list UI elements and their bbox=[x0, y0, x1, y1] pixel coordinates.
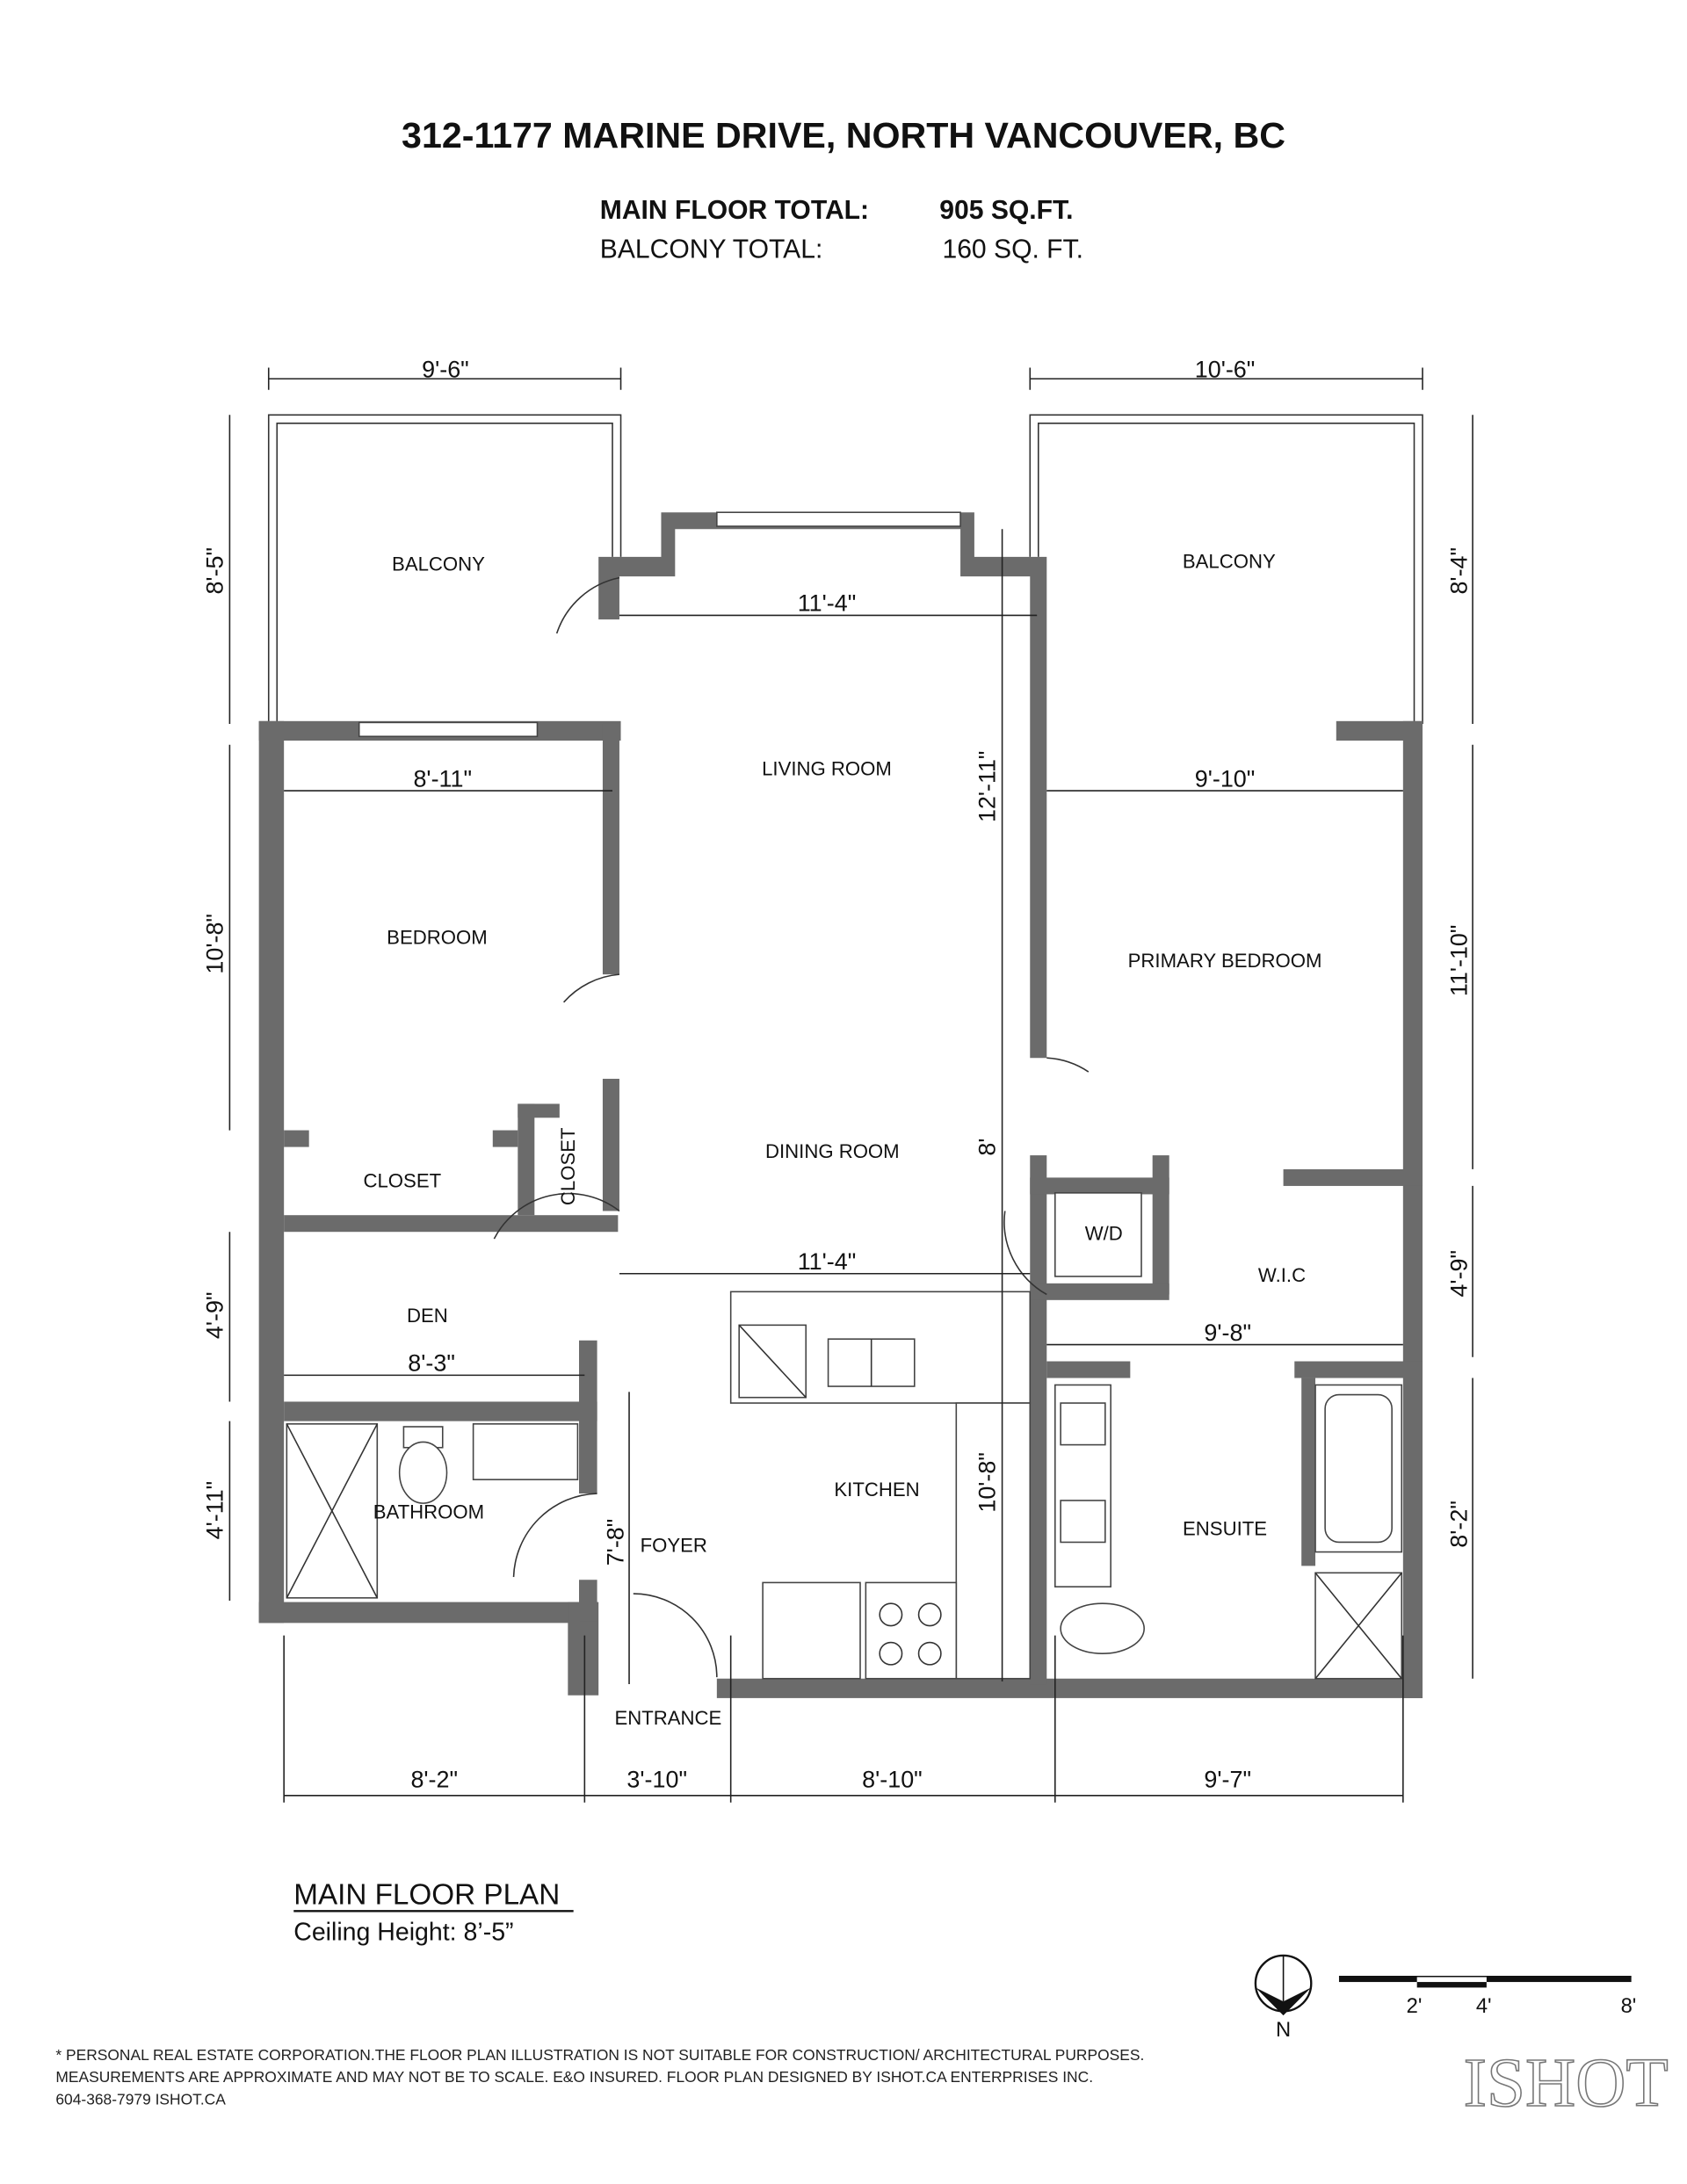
dimension-label: 9'-6" bbox=[422, 357, 469, 383]
dimension-label: 8'-11" bbox=[413, 765, 472, 792]
room-label: BATHROOM bbox=[373, 1501, 484, 1523]
room-label: LIVING ROOM bbox=[762, 758, 892, 780]
disclaimer-line: MEASUREMENTS ARE APPROXIMATE AND MAY NOT… bbox=[55, 2068, 1093, 2086]
scale-label: 2' bbox=[1407, 1994, 1423, 2018]
dimension-label: 4'-9" bbox=[201, 1291, 228, 1339]
room-label: BALCONY bbox=[1183, 551, 1276, 573]
room-label: FOYER bbox=[641, 1535, 707, 1557]
dimension-label: 7'-8" bbox=[603, 1519, 629, 1566]
room-label: CLOSET bbox=[363, 1170, 441, 1192]
plan-title: MAIN FLOOR PLAN bbox=[293, 1878, 560, 1911]
ishot-logo: ISHOT bbox=[1464, 2044, 1669, 2122]
room-label: PRIMARY BEDROOM bbox=[1128, 950, 1322, 972]
dimension-label: 10'-8" bbox=[201, 914, 228, 974]
room-label: BALCONY bbox=[392, 553, 485, 575]
scale-label: 8' bbox=[1621, 1994, 1637, 2018]
dimension-label: 8'-5" bbox=[201, 547, 228, 595]
dimension-label: 8'-2" bbox=[410, 1766, 458, 1792]
dimension-label: 9'-7" bbox=[1204, 1766, 1251, 1792]
dimension-label: 8' bbox=[974, 1139, 1001, 1156]
dimension-label: 8'-2" bbox=[1446, 1501, 1473, 1548]
dimension-lines bbox=[228, 367, 1473, 1803]
dimension-label: 12'-11" bbox=[974, 750, 1001, 822]
disclaimer-line: * PERSONAL REAL ESTATE CORPORATION.THE F… bbox=[55, 2046, 1144, 2064]
dimension-label: 4'-9" bbox=[1446, 1250, 1473, 1298]
dimension-label: 8'-3" bbox=[408, 1350, 455, 1377]
dimension-label: 8'-10" bbox=[862, 1766, 923, 1792]
room-label: CLOSET bbox=[557, 1127, 579, 1205]
dimension-label: 8'-4" bbox=[1446, 547, 1473, 595]
room-label: KITCHEN bbox=[834, 1479, 919, 1501]
dimension-label: 11'-10" bbox=[1446, 925, 1473, 997]
balcony-total-label: BALCONY TOTAL: bbox=[600, 235, 823, 264]
north-arrow-icon bbox=[1254, 1954, 1313, 2016]
dimension-label: 9'-8" bbox=[1204, 1320, 1251, 1346]
dimension-label: 11'-4" bbox=[798, 590, 857, 617]
scale-label: 4' bbox=[1476, 1994, 1492, 2018]
room-label: W.I.C bbox=[1258, 1264, 1306, 1286]
contact-line: 604-368-7979 ISHOT.CA bbox=[55, 2090, 226, 2108]
north-label: N bbox=[1276, 2018, 1291, 2042]
dimension-label: 10'-6" bbox=[1195, 357, 1256, 383]
fixtures bbox=[286, 576, 1403, 1680]
room-label: BEDROOM bbox=[387, 926, 487, 948]
dimension-label: 4'-11" bbox=[201, 1481, 228, 1540]
dimension-labels: 9'-6" 10'-6" 8'-5" 8'-4" 11'-4" 8'-11" 1… bbox=[201, 357, 1472, 1793]
scale-bar bbox=[1338, 1975, 1632, 1988]
room-label: ENTRANCE bbox=[614, 1707, 721, 1729]
dimension-label: 10'-8" bbox=[974, 1452, 1001, 1513]
room-label: ENSUITE bbox=[1183, 1518, 1267, 1540]
room-label: W/D bbox=[1085, 1223, 1123, 1245]
main-floor-label: MAIN FLOOR TOTAL: bbox=[600, 196, 869, 225]
room-label: DEN bbox=[407, 1305, 448, 1327]
dimension-label: 3'-10" bbox=[626, 1766, 687, 1792]
balcony-railings bbox=[267, 414, 1423, 724]
ceiling-height: Ceiling Height: 8’-5” bbox=[293, 1919, 513, 1947]
balcony-total-value: 160 SQ. FT. bbox=[942, 235, 1082, 264]
room-labels: BALCONY BALCONY LIVING ROOM BEDROOM PRIM… bbox=[363, 551, 1321, 1729]
address-title: 312-1177 MARINE DRIVE, NORTH VANCOUVER, … bbox=[402, 115, 1285, 155]
dimension-label: 11'-4" bbox=[798, 1248, 857, 1275]
main-floor-value: 905 SQ.FT. bbox=[939, 196, 1073, 225]
room-label: DINING ROOM bbox=[765, 1140, 900, 1162]
dimension-label: 9'-10" bbox=[1195, 765, 1256, 792]
